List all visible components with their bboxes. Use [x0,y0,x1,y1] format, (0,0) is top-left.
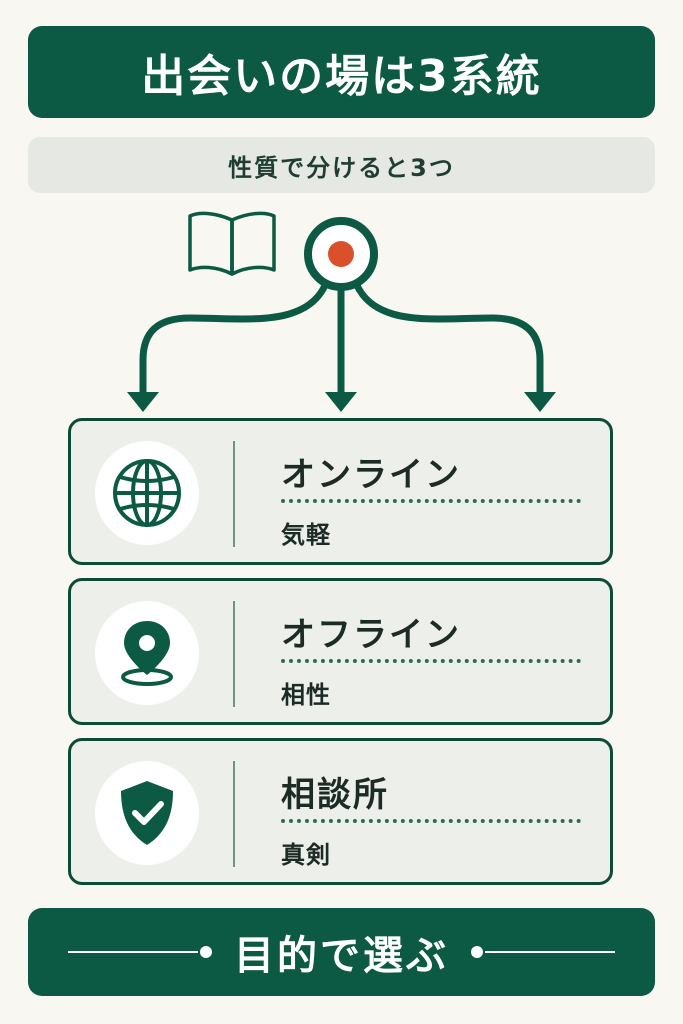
icon-badge [95,761,199,865]
category-card-agency: 相談所 真剣 [68,738,613,885]
source-dot [328,241,354,267]
shield-check-icon [121,781,173,845]
footer-rule-left [68,951,198,953]
globe-icon [113,459,181,527]
footer-dot-right [471,946,483,958]
dotted-separator [281,499,581,503]
card-subtitle: 真剣 [281,841,331,869]
footer-message: 目的で選ぶ [234,933,449,979]
card-title: オンライン [281,455,461,495]
branch-diagram [127,211,556,412]
divider [233,761,235,867]
arrow-heads [127,392,556,412]
arrow-left [139,266,334,404]
category-card-online: オンライン 気軽 [68,418,613,565]
card-title: オフライン [281,615,461,655]
dotted-separator [281,819,581,823]
icon-badge [95,441,199,545]
footer-banner: 目的で選ぶ [28,908,655,996]
dotted-separator [281,659,581,663]
page-subtitle: 性質で分けると3つ [228,153,455,182]
arrow-right [348,266,544,404]
category-card-offline: オフライン 相性 [68,578,613,725]
footer-dot-left [200,946,212,958]
subtitle-banner: 性質で分けると3つ [28,137,655,193]
card-subtitle: 相性 [281,681,331,709]
branch-arrows [139,266,544,404]
icon-badge [95,601,199,705]
card-title: 相談所 [281,775,389,815]
card-subtitle: 気軽 [281,521,331,549]
divider [233,441,235,547]
footer-rule-right [485,951,615,953]
map-pin-icon [121,621,173,686]
page-title: 出会いの場は3系統 [141,51,542,102]
title-banner: 出会いの場は3系統 [28,26,655,118]
divider [233,601,235,707]
book-icon [188,211,276,276]
